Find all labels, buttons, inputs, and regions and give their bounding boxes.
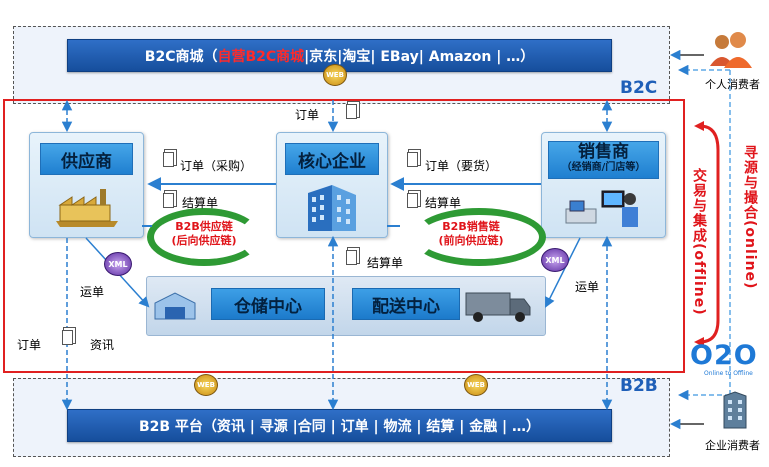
- label-waybill-right: 运单: [575, 280, 600, 294]
- office-building-icon: [308, 185, 356, 231]
- doc-icon-order-bottom: [62, 330, 73, 345]
- b2b-zone-label: B2B: [620, 376, 658, 396]
- supply-chain-line1: B2B供应链: [175, 220, 233, 233]
- o2o-logo: O2O Online to Offline: [690, 342, 769, 378]
- warehouse-icon: [154, 292, 196, 320]
- label-order-top: 订单: [295, 108, 320, 122]
- sales-chain-label: B2B销售链 (前向供应链): [426, 220, 516, 248]
- sales-chain-line1: B2B销售链: [442, 220, 500, 233]
- doc-icon-settle-right: [407, 193, 418, 208]
- label-order-demand: 订单（要货）: [425, 159, 498, 173]
- enterprise-consumer-label: 企业消费者: [705, 439, 760, 452]
- doc-icon-order-demand: [407, 152, 418, 167]
- supply-chain-label: B2B供应链 (后向供应链): [164, 220, 244, 248]
- o2o-title: O2O: [690, 340, 758, 371]
- b2b-platform-bar[interactable]: B2B 平台（资讯 | 寻源 |合同 | 订单 | 物流 | 结算 | 金融 |…: [67, 409, 612, 442]
- label-settle-mid: 结算单: [367, 256, 404, 270]
- label-settle-right: 结算单: [425, 196, 462, 210]
- xml-badge-left: XML: [104, 252, 132, 276]
- label-info-bottom: 资讯: [90, 338, 115, 352]
- trade-integration-text: 交易与集成(offline): [691, 168, 707, 316]
- b2c-bar-prefix: B2C商城（: [144, 48, 218, 65]
- individual-consumer-label: 个人消费者: [705, 78, 760, 91]
- seller-node[interactable]: 销售商 （经销商/门店等）: [541, 132, 666, 238]
- doc-icon-settle-mid: [346, 250, 357, 265]
- b2c-bar-highlight: 自营B2C商城: [217, 48, 305, 65]
- truck-icon: [465, 292, 531, 322]
- label-waybill-left: 运单: [80, 285, 105, 299]
- b2b-bar-text: B2B 平台（资讯 | 寻源 |合同 | 订单 | 物流 | 结算 | 金融 |…: [138, 418, 541, 435]
- core-enterprise-node[interactable]: 核心企业: [276, 132, 388, 238]
- doc-icon-order-purchase: [163, 152, 174, 167]
- doc-icon-settle-left: [163, 193, 174, 208]
- web-badge-top: WEB: [323, 64, 347, 86]
- b2c-zone-label: B2C: [620, 78, 658, 98]
- factory-icon: [56, 189, 118, 227]
- seller-title: 销售商 （经销商/门店等）: [548, 141, 659, 179]
- sourcing-matching-text: 寻源与撮合(online): [742, 145, 758, 290]
- supplier-title: 供应商: [40, 143, 133, 175]
- doc-icon-order-top: [346, 104, 357, 119]
- sales-chain-ring: [412, 208, 546, 266]
- sales-chain-line2: (前向供应链): [438, 234, 504, 247]
- b2c-bar-suffix: |京东|淘宝| EBay| Amazon | …）: [304, 48, 535, 65]
- supplier-node[interactable]: 供应商: [29, 132, 144, 238]
- enterprise-consumer-icon: [723, 391, 747, 429]
- web-badge-b2b-left: WEB: [194, 374, 218, 396]
- supply-chain-line2: (后向供应链): [171, 234, 237, 247]
- label-order-bottom: 订单: [17, 338, 42, 352]
- enterprise-frame: [3, 99, 685, 373]
- o2o-subtitle: Online to Offline: [704, 370, 753, 377]
- individual-consumer-icon: [710, 32, 752, 68]
- label-settle-left: 结算单: [182, 196, 219, 210]
- web-badge-b2b-right: WEB: [464, 374, 488, 396]
- seller-title-main: 销售商: [578, 142, 629, 162]
- warehouse-center[interactable]: 仓储中心: [211, 288, 325, 320]
- xml-badge-right: XML: [541, 248, 569, 272]
- cashier-icon: [565, 190, 638, 227]
- seller-title-sub: （经销商/门店等）: [561, 162, 646, 173]
- label-order-purchase: 订单（采购）: [180, 159, 253, 173]
- delivery-center[interactable]: 配送中心: [352, 288, 460, 320]
- core-enterprise-title: 核心企业: [285, 143, 379, 175]
